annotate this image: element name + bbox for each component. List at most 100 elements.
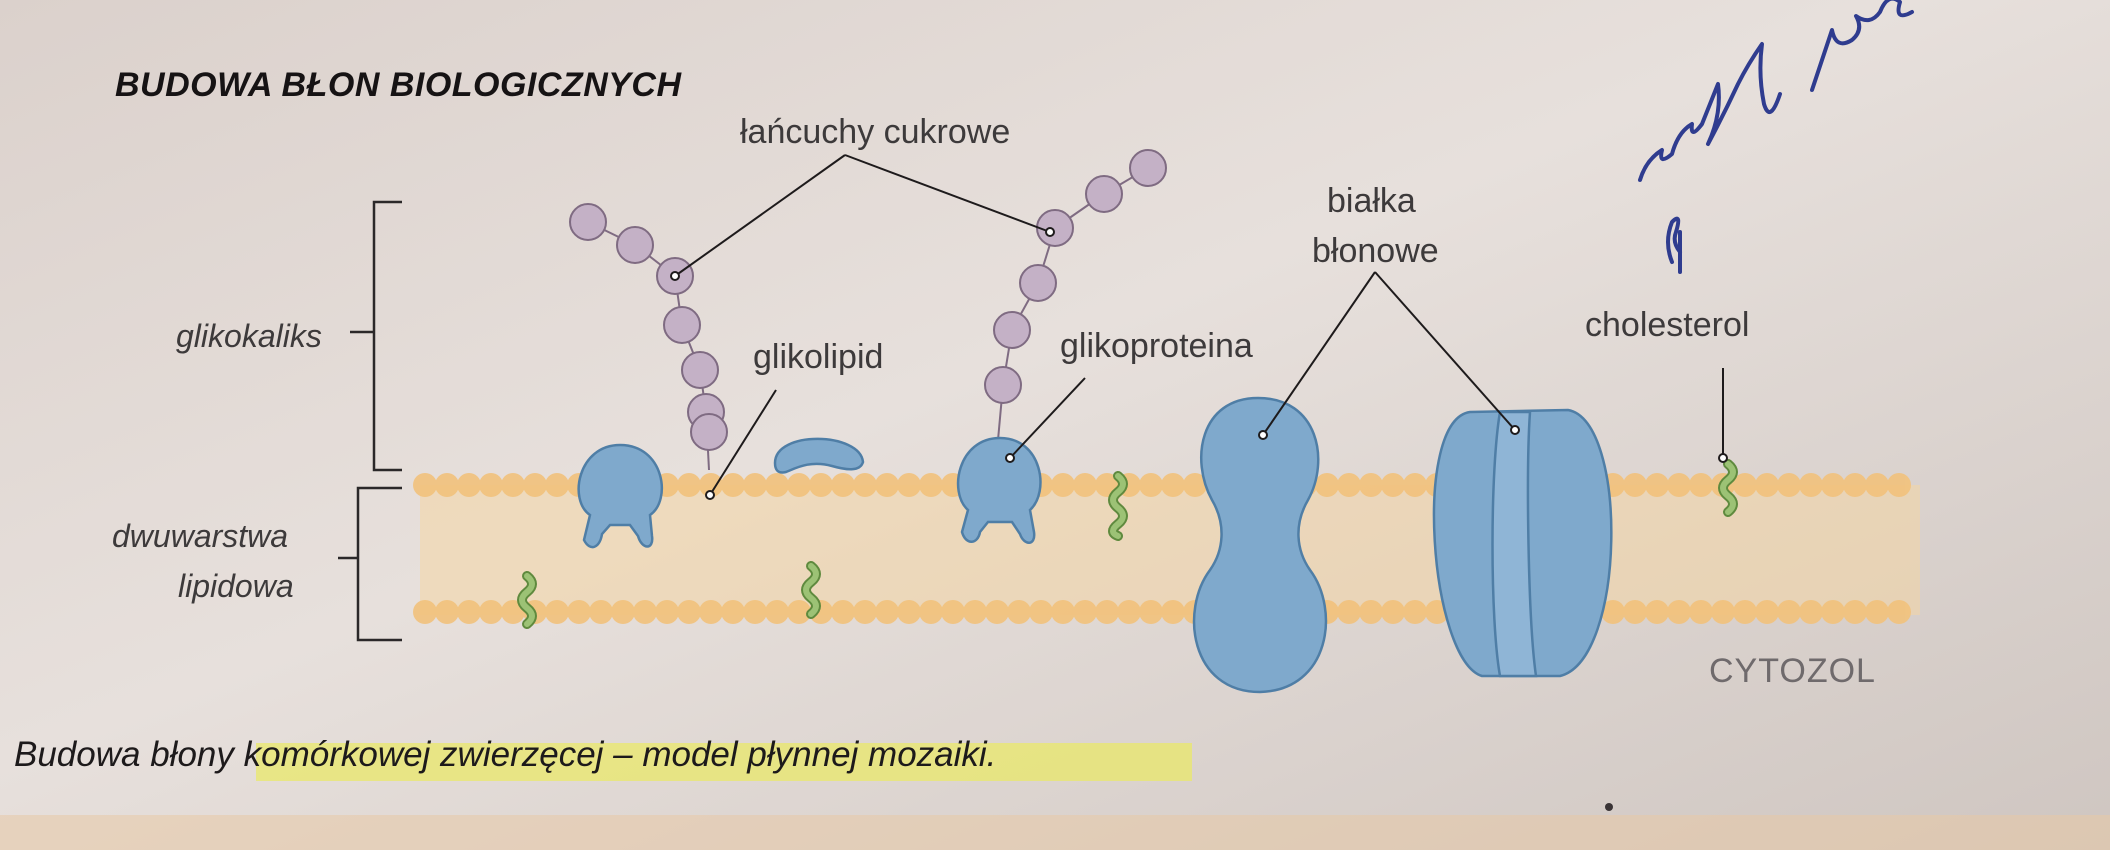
lipid-head	[721, 473, 745, 497]
figure-caption: Budowa błony komórkowej zwierzęcej – mod…	[14, 735, 996, 775]
lipid-head	[897, 600, 921, 624]
lipid-head	[743, 473, 767, 497]
lipid-head	[523, 473, 547, 497]
sugar-chain-right	[984, 149, 1167, 441]
ink-dot	[1605, 803, 1613, 811]
lipid-head	[1623, 600, 1647, 624]
lipid-head	[1623, 473, 1647, 497]
lipid-head	[787, 473, 811, 497]
lipid-head	[1887, 473, 1911, 497]
lipid-head	[435, 473, 459, 497]
lipid-head	[677, 473, 701, 497]
lipid-head	[1821, 473, 1845, 497]
lipid-head	[831, 600, 855, 624]
cholesterol-molecules-fill	[519, 461, 1736, 627]
lipid-head	[1755, 600, 1779, 624]
lipid-head	[1887, 600, 1911, 624]
lipid-head	[1601, 600, 1625, 624]
lipid-head	[721, 600, 745, 624]
page-title: BUDOWA BŁON BIOLOGICZNYCH	[115, 66, 682, 104]
lipid-head	[1381, 600, 1405, 624]
lipid-head	[1865, 473, 1889, 497]
lipid-head	[589, 600, 613, 624]
label-sugar-chains: łańcuchy cukrowe	[740, 113, 1011, 151]
lipid-head	[457, 473, 481, 497]
lipid-head	[1359, 600, 1383, 624]
lipid-head	[1733, 600, 1757, 624]
lipid-head	[1337, 473, 1361, 497]
lipid-head	[1777, 600, 1801, 624]
lipid-head	[1117, 600, 1141, 624]
leader-endpoints	[670, 227, 1728, 500]
lipid-head	[413, 473, 437, 497]
lipid-head	[413, 600, 437, 624]
lipid-head	[457, 600, 481, 624]
lipid-head	[743, 600, 767, 624]
lipid-head	[677, 600, 701, 624]
channel-protein	[1432, 408, 1613, 678]
lipid-head	[1667, 600, 1691, 624]
lipid-head	[1381, 473, 1405, 497]
lipid-head	[699, 600, 723, 624]
lipid-head	[1161, 600, 1185, 624]
label-membrane-proteins-line1: białka	[1327, 182, 1416, 220]
lipid-head	[1645, 600, 1669, 624]
lipid-head	[1645, 473, 1669, 497]
lipid-head	[1733, 473, 1757, 497]
lipid-head	[831, 473, 855, 497]
lipid-head	[655, 600, 679, 624]
lipid-head	[1755, 473, 1779, 497]
lipid-head	[1843, 600, 1867, 624]
lipid-head	[941, 600, 965, 624]
integral-protein-hourglass	[1192, 396, 1328, 694]
lipid-head	[1139, 600, 1163, 624]
label-glycolipid: glikolipid	[753, 338, 884, 376]
lipid-head	[545, 473, 569, 497]
caption-prefix: Budowa błony	[14, 735, 244, 774]
lipid-head	[1315, 473, 1339, 497]
lipid-head	[1183, 473, 1207, 497]
lipid-head	[633, 600, 657, 624]
sugar-chain-left	[569, 203, 728, 471]
lipid-head	[1821, 600, 1845, 624]
lipid-head	[501, 473, 525, 497]
lipid-head	[875, 600, 899, 624]
lipid-head	[1007, 600, 1031, 624]
lipid-head	[435, 600, 459, 624]
glycocalyx-bracket	[350, 200, 402, 472]
lipid-head	[1799, 600, 1823, 624]
lipid-head	[699, 473, 723, 497]
leader-lines	[674, 154, 1724, 496]
lipid-head	[875, 473, 899, 497]
lipid-head	[1865, 600, 1889, 624]
lipid-head	[1051, 473, 1075, 497]
lipid-head	[1095, 600, 1119, 624]
lipid-head	[479, 473, 503, 497]
lipid-head	[897, 473, 921, 497]
lipid-head	[1359, 473, 1383, 497]
label-cytosol: CYTOZOL	[1709, 652, 1876, 690]
lipid-head	[1843, 473, 1867, 497]
lipid-head	[1051, 600, 1075, 624]
lipid-head	[809, 473, 833, 497]
label-glycoprotein: glikoproteina	[1060, 327, 1253, 365]
caption-highlighted: komórkowej zwierzęcej – model płynnej mo…	[243, 735, 997, 774]
lipid-head	[1799, 473, 1823, 497]
lipid-head	[853, 600, 877, 624]
lipid-head	[853, 473, 877, 497]
label-bilayer-line1: dwuwarstwa	[112, 518, 289, 554]
lipid-head	[611, 600, 635, 624]
glycolipid-head	[773, 437, 865, 474]
lipid-head	[567, 600, 591, 624]
caption-highlight	[256, 743, 1192, 781]
lipid-head	[1667, 473, 1691, 497]
label-cholesterol: cholesterol	[1585, 306, 1750, 344]
peripheral-protein-left	[577, 443, 664, 549]
lipid-head	[765, 473, 789, 497]
lipid-head	[1711, 600, 1735, 624]
lipid-head	[787, 600, 811, 624]
lipid-head	[985, 600, 1009, 624]
label-bilayer-line2: lipidowa	[178, 568, 294, 604]
lipid-head	[1073, 473, 1097, 497]
